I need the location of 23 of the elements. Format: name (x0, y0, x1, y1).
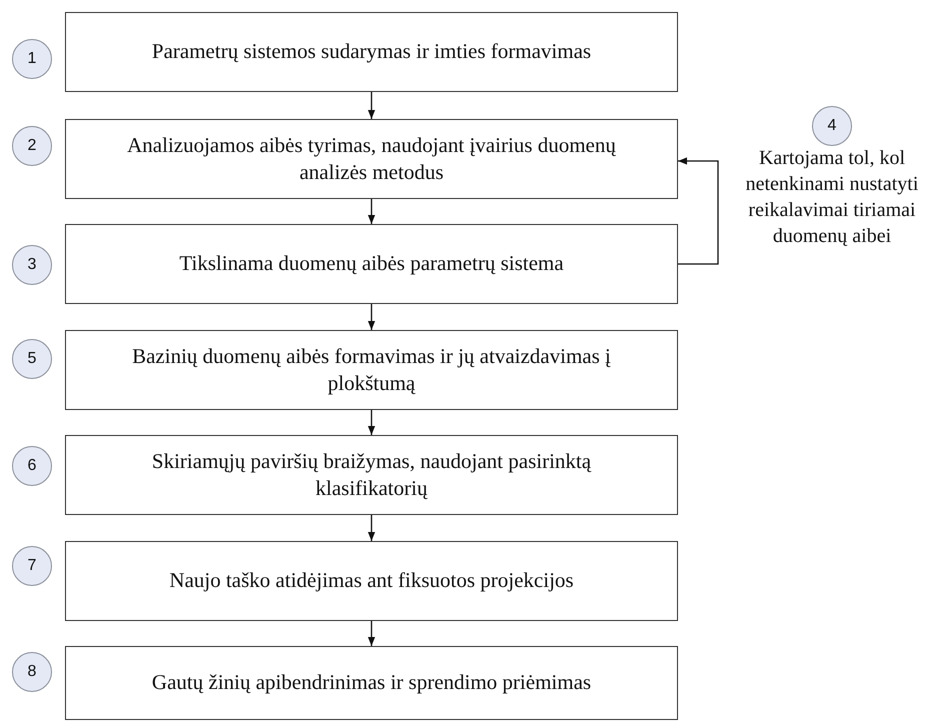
process-box: Analizuojamos aibės tyrimas, naudojant įvairius duomenų analizės metodus (65, 119, 678, 199)
process-box: Bazinių duomenų aibės formavimas ir jų atvaizdavimas į plokštumą (65, 330, 678, 410)
step-number-circle: 5 (12, 339, 52, 379)
process-box: Parametrų sistemos sudarymas ir imties formavimas (65, 12, 678, 92)
step-number-circle: 2 (12, 126, 52, 166)
arrow (368, 515, 376, 541)
step-number-circle: 7 (12, 546, 52, 586)
step-number-circle: 6 (12, 446, 52, 486)
process-box: Gautų žinių apibendrinimas ir sprendimo priėmimas (65, 646, 678, 720)
arrow (368, 199, 376, 224)
note-text: Kartojama tol, kol netenkinami nustatyti reikalavimai tiriamai duomenų aibei (744, 146, 920, 249)
step-number-circle: 3 (12, 245, 52, 285)
process-box: Skiriamųjų paviršių braižymas, naudojant pasirinktą klasifikatorių (65, 435, 678, 515)
process-box: Naujo taško atidėjimas ant fiksuotos projekcijos (65, 541, 678, 621)
step-number-circle: 8 (12, 652, 52, 692)
step-number-circle: 1 (12, 39, 52, 79)
arrow (368, 304, 376, 330)
process-box: Tikslinama duomenų aibės parametrų sistema (65, 224, 678, 304)
step-number-circle: 4 (812, 106, 852, 146)
arrow (678, 157, 719, 265)
arrow (368, 410, 376, 435)
arrow (368, 621, 376, 646)
arrow (368, 92, 376, 119)
